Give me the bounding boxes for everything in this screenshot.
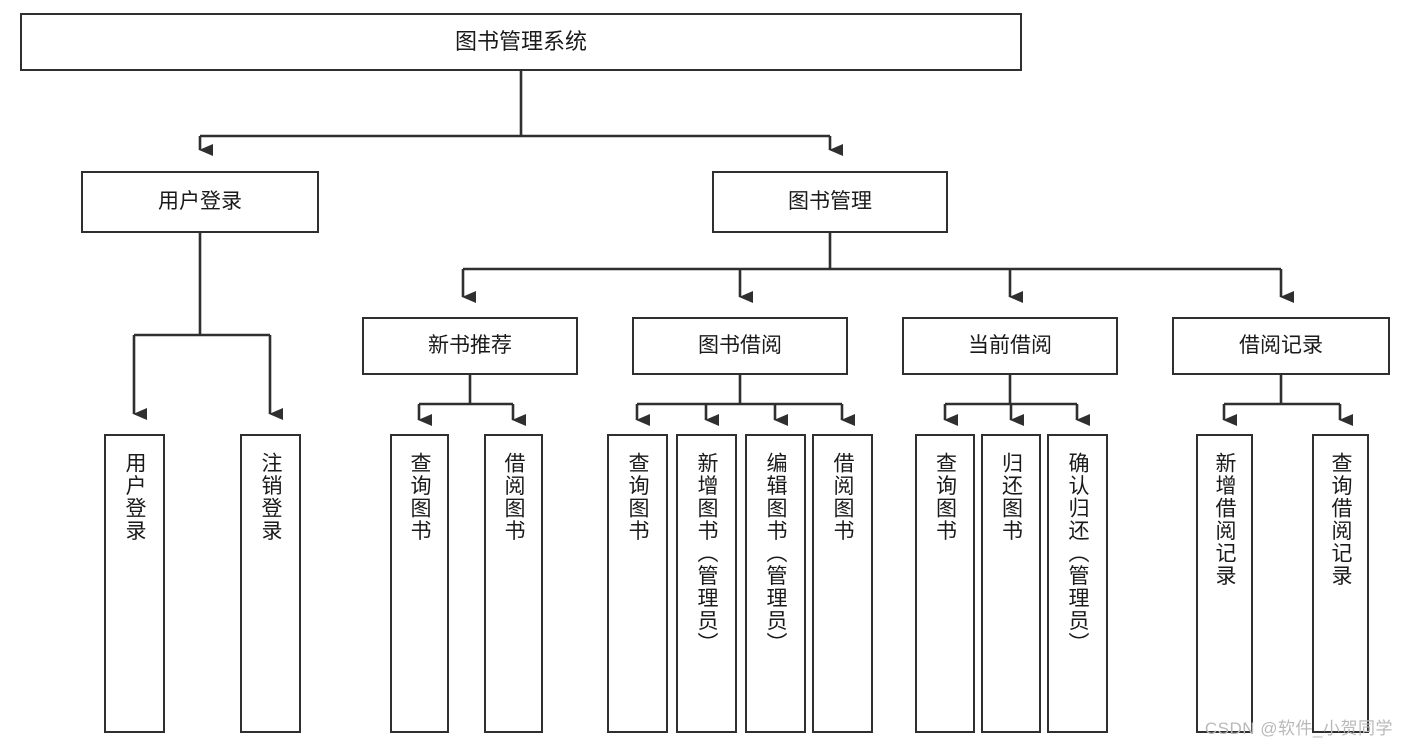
node-leaf-query-book-3-label: 查询图书 <box>933 452 957 542</box>
node-leaf-add-book-label: 新增图书（管理员） <box>695 452 718 655</box>
node-leaf-query-book-3[interactable]: 查询图书 <box>915 434 975 733</box>
node-leaf-query-book-2-label: 查询图书 <box>626 452 649 542</box>
node-leaf-edit-book-label: 编辑图书（管理员） <box>764 452 787 655</box>
node-borrow-record-label: 借阅记录 <box>1239 333 1323 357</box>
node-leaf-query-book-2[interactable]: 查询图书 <box>607 434 668 733</box>
node-leaf-return-book-label: 归还图书 <box>999 452 1023 542</box>
node-leaf-confirm-return-label: 确认归还（管理员） <box>1066 452 1089 655</box>
node-leaf-edit-book[interactable]: 编辑图书（管理员） <box>745 434 806 733</box>
node-leaf-return-book[interactable]: 归还图书 <box>981 434 1041 733</box>
node-new-book-recommend-label: 新书推荐 <box>428 333 512 357</box>
node-current-borrow[interactable]: 当前借阅 <box>902 317 1118 375</box>
node-root[interactable]: 图书管理系统 <box>20 13 1022 71</box>
node-leaf-borrow-book-2[interactable]: 借阅图书 <box>812 434 873 733</box>
node-book-management[interactable]: 图书管理 <box>712 171 948 233</box>
node-leaf-add-record-label: 新增借阅记录 <box>1213 452 1236 587</box>
watermark-text: CSDN @软件_小贺同学 <box>1204 719 1393 738</box>
node-leaf-query-record-label: 查询借阅记录 <box>1329 452 1352 587</box>
node-leaf-borrow-book-1[interactable]: 借阅图书 <box>484 434 543 733</box>
node-book-borrow[interactable]: 图书借阅 <box>632 317 848 375</box>
node-root-label: 图书管理系统 <box>454 29 587 55</box>
node-leaf-add-book[interactable]: 新增图书（管理员） <box>676 434 737 733</box>
node-leaf-user-login-label: 用户登录 <box>123 452 146 542</box>
node-new-book-recommend[interactable]: 新书推荐 <box>362 317 578 375</box>
node-book-borrow-label: 图书借阅 <box>698 333 782 357</box>
node-leaf-confirm-return[interactable]: 确认归还（管理员） <box>1047 434 1108 733</box>
node-leaf-query-book-1[interactable]: 查询图书 <box>390 434 449 733</box>
node-leaf-query-book-1-label: 查询图书 <box>408 452 431 542</box>
node-leaf-user-login[interactable]: 用户登录 <box>104 434 165 733</box>
node-borrow-record[interactable]: 借阅记录 <box>1172 317 1390 375</box>
node-current-borrow-label: 当前借阅 <box>968 333 1052 357</box>
node-leaf-query-record[interactable]: 查询借阅记录 <box>1312 434 1369 733</box>
node-leaf-add-record[interactable]: 新增借阅记录 <box>1196 434 1253 733</box>
node-leaf-logout-login[interactable]: 注销登录 <box>240 434 301 733</box>
node-leaf-logout-login-label: 注销登录 <box>259 452 282 542</box>
node-leaf-borrow-book-2-label: 借阅图书 <box>831 452 854 542</box>
node-user-login-label: 用户登录 <box>158 189 242 213</box>
node-leaf-borrow-book-1-label: 借阅图书 <box>502 452 525 542</box>
node-user-login[interactable]: 用户登录 <box>81 171 319 233</box>
node-book-management-label: 图书管理 <box>788 189 872 213</box>
